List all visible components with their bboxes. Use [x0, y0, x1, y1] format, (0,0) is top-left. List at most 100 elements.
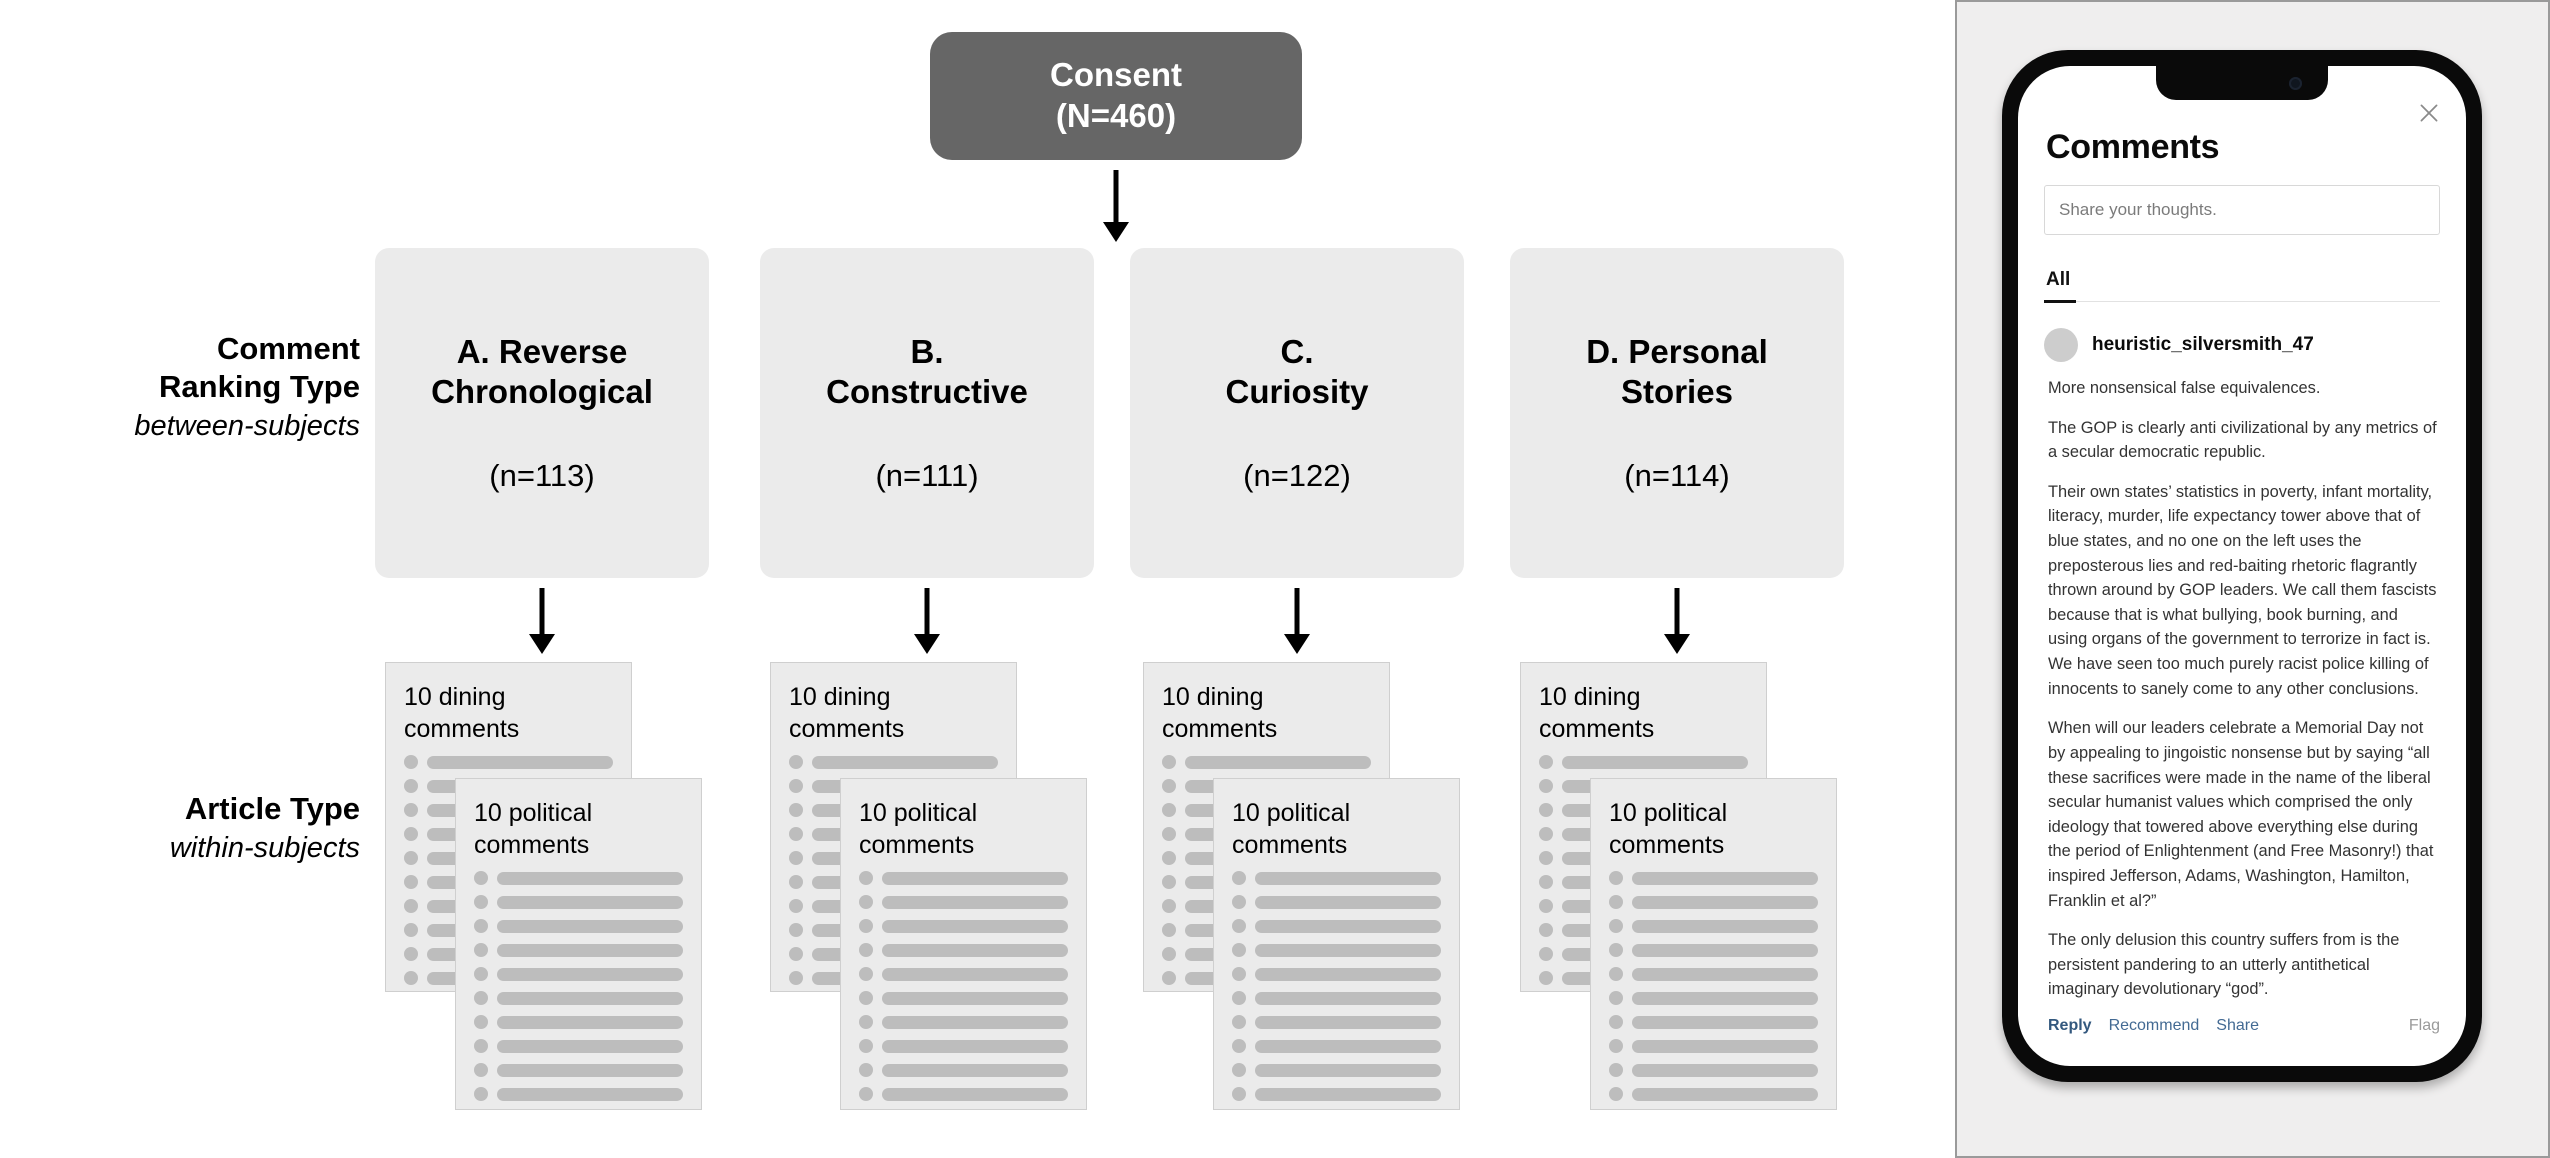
comment-avatar-placeholder — [1162, 971, 1176, 985]
comment-avatar-placeholder — [474, 1039, 488, 1053]
document-card-political: 10 political comments — [1590, 778, 1837, 1110]
comment-avatar-placeholder — [474, 991, 488, 1005]
comment-avatar-placeholder — [859, 1039, 873, 1053]
comment-avatar-placeholder — [1539, 899, 1553, 913]
comment-text-placeholder — [1185, 755, 1371, 769]
comment-placeholder-row — [1232, 1063, 1441, 1077]
comment-avatar-placeholder — [1539, 755, 1553, 769]
comment-text-placeholder — [882, 895, 1068, 909]
comment-placeholder-row — [1232, 895, 1441, 909]
comment-avatar-placeholder — [859, 991, 873, 1005]
comment-placeholder-row — [474, 991, 683, 1005]
comment-text-placeholder — [497, 1087, 683, 1101]
comment-placeholder-row — [1232, 919, 1441, 933]
flag-button[interactable]: Flag — [2408, 1017, 2440, 1035]
dining-card-title: 10 dining comments — [1539, 683, 1655, 743]
dining-card-title: 10 dining comments — [789, 683, 905, 743]
condition-box-b: B. Constructive (n=111) — [760, 248, 1094, 578]
comment-avatar-placeholder — [1162, 875, 1176, 889]
condition-b-title: B. Constructive — [826, 332, 1028, 410]
share-input-placeholder: Share your thoughts. — [2059, 200, 2217, 219]
political-card-rows — [1232, 871, 1441, 1101]
comment-placeholder-row — [859, 919, 1068, 933]
comment-avatar-placeholder — [1232, 1063, 1246, 1077]
comment-placeholder-row — [1232, 991, 1441, 1005]
consent-box: Consent (N=460) — [930, 32, 1302, 160]
comment-placeholder-row — [474, 919, 683, 933]
page-title: Comments — [2046, 128, 2220, 166]
comment-avatar-placeholder — [1232, 895, 1246, 909]
comment-avatar-placeholder — [1232, 1087, 1246, 1101]
comment-avatar-placeholder — [1162, 947, 1176, 961]
comment-avatar-placeholder — [1162, 899, 1176, 913]
comment-text-placeholder — [1255, 1087, 1441, 1101]
comment-text-placeholder — [1632, 943, 1818, 957]
comment-placeholder-row — [474, 1063, 683, 1077]
comment-placeholder-row — [474, 895, 683, 909]
document-card-political: 10 political comments — [840, 778, 1087, 1110]
recommend-button[interactable]: Recommend — [2108, 1017, 2200, 1035]
comment-paragraph: The only delusion this country suffers f… — [2048, 931, 2400, 999]
share-button[interactable]: Share — [2216, 1017, 2259, 1035]
comment-avatar-placeholder — [1232, 943, 1246, 957]
comment-placeholder-row — [1609, 871, 1818, 885]
comment-placeholder-row — [1232, 871, 1441, 885]
comment-avatar-placeholder — [1609, 1015, 1623, 1029]
comment-avatar-placeholder — [1232, 1039, 1246, 1053]
comment-text-placeholder — [1562, 755, 1748, 769]
condition-b-n: (n=111) — [875, 458, 979, 494]
comment-text-placeholder — [1632, 1063, 1818, 1077]
comment-text-placeholder — [1255, 1063, 1441, 1077]
comment-avatar-placeholder — [1609, 991, 1623, 1005]
comment-avatar-placeholder — [789, 827, 803, 841]
comment-avatar-placeholder — [1539, 803, 1553, 817]
dining-card-title: 10 dining comments — [404, 683, 520, 743]
comment-avatar-placeholder — [789, 803, 803, 817]
comment-text-placeholder — [497, 871, 683, 885]
comment-avatar-placeholder — [859, 1087, 873, 1101]
comment-placeholder-row — [1232, 1015, 1441, 1029]
condition-box-d: D. Personal Stories (n=114) — [1510, 248, 1844, 578]
document-card-political: 10 political comments — [455, 778, 702, 1110]
comment-text-placeholder — [882, 1063, 1068, 1077]
share-thoughts-input[interactable]: Share your thoughts. — [2044, 185, 2440, 235]
comment-text-placeholder — [812, 755, 998, 769]
comment-text-placeholder — [882, 1015, 1068, 1029]
comment-avatar-placeholder — [1232, 967, 1246, 981]
comment-placeholder-row — [859, 967, 1068, 981]
political-card-rows — [1609, 871, 1818, 1101]
comment-avatar-placeholder — [789, 779, 803, 793]
row-label-comment-ranking-type: Comment Ranking Type between-subjects — [60, 330, 360, 444]
comment-avatar-placeholder — [859, 1015, 873, 1029]
comment-text-placeholder — [1632, 1039, 1818, 1053]
comment-avatar-placeholder — [1162, 827, 1176, 841]
dining-card-title: 10 dining comments — [1162, 683, 1278, 743]
comment-avatar-placeholder — [404, 827, 418, 841]
comment-placeholder-row — [1609, 967, 1818, 981]
comment-avatar-placeholder — [789, 755, 803, 769]
comment-text-placeholder — [882, 871, 1068, 885]
consent-sample-size: (N=460) — [1055, 97, 1177, 134]
comment-placeholder-row — [1232, 1039, 1441, 1053]
condition-c-n: (n=122) — [1243, 458, 1351, 494]
comment-text-placeholder — [497, 1039, 683, 1053]
comment-item: heuristic_silversmith_47 More nonsensica… — [2044, 328, 2440, 1035]
comment-avatar-placeholder — [789, 875, 803, 889]
arrow-condition-b-to-articles — [909, 588, 945, 654]
comment-avatar-placeholder — [1162, 923, 1176, 937]
comment-avatar-placeholder — [1232, 991, 1246, 1005]
comment-placeholder-row — [474, 1015, 683, 1029]
comment-body: More nonsensical false equivalences. The … — [2044, 376, 2440, 1002]
comment-paragraph: More nonsensical false equivalences. — [2048, 379, 2321, 397]
comment-avatar-placeholder — [474, 967, 488, 981]
comment-placeholder-row — [859, 895, 1068, 909]
comment-avatar-placeholder — [1539, 947, 1553, 961]
comment-placeholder-row — [1162, 755, 1371, 769]
comment-avatar-placeholder — [789, 899, 803, 913]
reply-button[interactable]: Reply — [2048, 1017, 2092, 1035]
tab-all[interactable]: All — [2044, 269, 2077, 303]
comment-paragraph: The GOP is clearly anti civilizational b… — [2048, 418, 2437, 462]
comment-paragraph: When will our leaders celebrate a Memori… — [2048, 719, 2434, 910]
close-icon[interactable] — [2416, 100, 2442, 126]
comment-text-placeholder — [1632, 871, 1818, 885]
